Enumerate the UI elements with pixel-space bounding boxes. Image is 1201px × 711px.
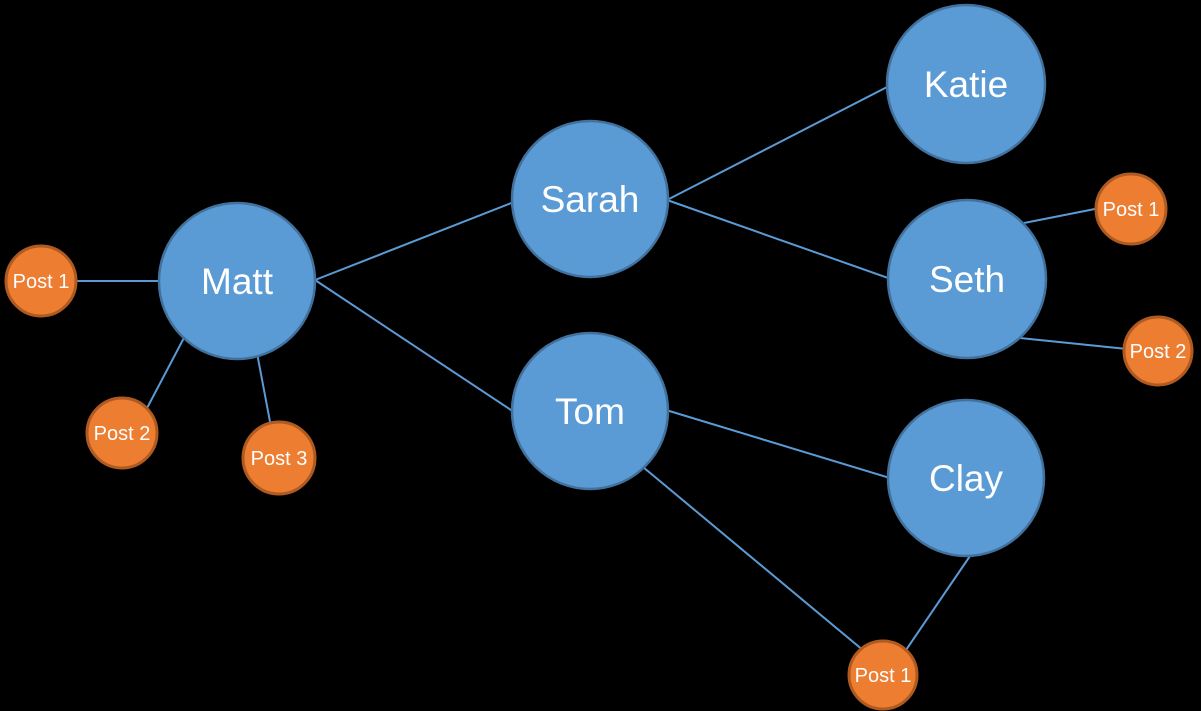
node-label-matt-post-1: Post 1 — [13, 271, 70, 293]
node-label-matt: Matt — [201, 261, 274, 302]
edge-matt-tom — [314, 279, 515, 413]
node-sarah[interactable]: Sarah — [510, 119, 670, 279]
node-seth-post-1[interactable]: Post 1 — [1094, 172, 1168, 246]
node-label-shared-post-1: Post 1 — [855, 665, 912, 687]
node-seth-post-2[interactable]: Post 2 — [1122, 315, 1194, 387]
person-circle-matt[interactable] — [157, 201, 317, 361]
edge-matt-matt-post-2 — [145, 333, 187, 411]
node-label-katie: Katie — [924, 64, 1008, 105]
person-circle-sarah[interactable] — [510, 119, 670, 279]
node-label-sarah: Sarah — [541, 179, 640, 220]
post-circle-matt-post-1[interactable] — [4, 244, 78, 318]
node-label-seth-post-2: Post 2 — [1130, 341, 1187, 363]
node-tom[interactable]: Tom — [510, 331, 670, 491]
node-label-seth: Seth — [929, 259, 1005, 300]
post-circle-shared-post-1[interactable] — [847, 639, 919, 711]
post-circle-matt-post-3[interactable] — [241, 420, 317, 496]
post-circle-matt-post-2[interactable] — [85, 396, 159, 470]
edge-clay-shared-post-1 — [905, 555, 971, 651]
node-katie[interactable]: Katie — [885, 3, 1047, 165]
edge-matt-matt-post-3 — [256, 352, 272, 428]
node-matt-post-3[interactable]: Post 3 — [241, 420, 317, 496]
node-seth[interactable]: Seth — [886, 198, 1048, 360]
edge-sarah-seth — [666, 199, 892, 280]
post-circle-seth-post-1[interactable] — [1094, 172, 1168, 246]
node-clay[interactable]: Clay — [886, 398, 1046, 558]
node-label-tom: Tom — [555, 391, 625, 432]
edge-seth-seth-post-2 — [1019, 337, 1128, 350]
node-matt-post-2[interactable]: Post 2 — [85, 396, 159, 470]
node-label-matt-post-2: Post 2 — [94, 423, 151, 445]
node-shared-post-1[interactable]: Post 1 — [847, 639, 919, 711]
post-circle-seth-post-2[interactable] — [1122, 315, 1194, 387]
node-label-seth-post-1: Post 1 — [1103, 199, 1160, 221]
person-circle-tom[interactable] — [510, 331, 670, 491]
node-label-matt-post-3: Post 3 — [251, 448, 308, 470]
edge-seth-seth-post-1 — [1023, 207, 1101, 224]
edge-matt-sarah — [314, 201, 515, 281]
person-circle-katie[interactable] — [885, 3, 1047, 165]
person-circle-seth[interactable] — [886, 198, 1048, 360]
node-matt[interactable]: Matt — [157, 201, 317, 361]
edge-sarah-katie — [666, 84, 892, 201]
node-label-clay: Clay — [929, 458, 1004, 499]
edge-tom-clay — [665, 409, 891, 479]
edge-tom-shared-post-1 — [642, 466, 865, 652]
person-circle-clay[interactable] — [886, 398, 1046, 558]
node-matt-post-1[interactable]: Post 1 — [4, 244, 78, 318]
